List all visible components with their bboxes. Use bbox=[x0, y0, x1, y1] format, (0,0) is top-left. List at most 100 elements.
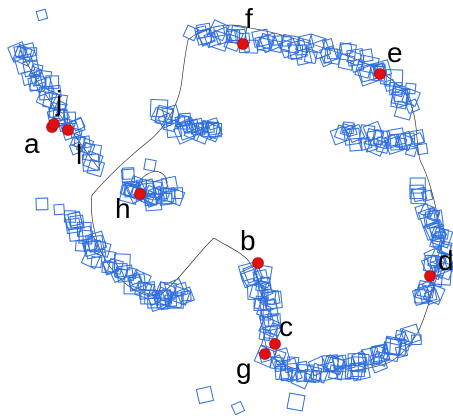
observation-tile bbox=[55, 107, 71, 122]
observation-tile bbox=[384, 135, 405, 155]
observation-tile bbox=[127, 273, 145, 291]
observation-tile bbox=[409, 128, 426, 146]
observation-tile bbox=[168, 294, 183, 309]
observation-tile bbox=[328, 364, 345, 381]
observation-tile bbox=[81, 238, 100, 258]
observation-tile bbox=[205, 122, 223, 140]
observation-tile bbox=[63, 210, 77, 223]
observation-tile bbox=[414, 283, 433, 302]
observation-tile bbox=[113, 253, 131, 271]
site-label-l: l bbox=[76, 139, 82, 170]
observation-tile bbox=[7, 41, 29, 63]
observation-tile bbox=[420, 189, 434, 202]
observation-tile bbox=[426, 207, 441, 221]
observation-tile bbox=[267, 313, 282, 327]
observation-tile bbox=[410, 131, 425, 147]
observation-tile bbox=[35, 86, 58, 109]
observation-tile bbox=[286, 392, 306, 412]
observation-tile bbox=[404, 82, 417, 95]
observation-tile bbox=[258, 312, 275, 329]
observation-tile bbox=[272, 347, 291, 366]
site-marker-j bbox=[48, 118, 60, 130]
observation-tile bbox=[157, 112, 175, 130]
observation-tile bbox=[344, 365, 359, 380]
site-label-j: j bbox=[55, 85, 62, 116]
observation-tile bbox=[404, 144, 418, 158]
observation-tile bbox=[323, 46, 342, 66]
observation-tile bbox=[73, 136, 85, 148]
observation-tile bbox=[195, 385, 215, 405]
observation-tile bbox=[304, 365, 323, 383]
observation-tile bbox=[115, 264, 135, 283]
site-label-e: e bbox=[387, 37, 403, 68]
observation-tile bbox=[52, 109, 68, 125]
observation-tile bbox=[144, 180, 163, 199]
observation-tile bbox=[19, 42, 37, 60]
observation-tile bbox=[395, 133, 414, 152]
observation-tile bbox=[414, 288, 429, 304]
site-marker-e bbox=[374, 68, 386, 80]
observation-tile bbox=[345, 123, 366, 144]
observation-tile bbox=[286, 356, 300, 370]
observation-tile bbox=[416, 142, 429, 156]
observation-tile bbox=[342, 356, 356, 371]
observation-tile bbox=[432, 265, 446, 280]
observation-tile bbox=[386, 127, 406, 147]
observation-tile bbox=[282, 357, 299, 374]
observation-tile bbox=[411, 186, 428, 203]
observation-tile bbox=[260, 309, 272, 321]
observation-tile bbox=[101, 258, 120, 276]
observation-tile bbox=[393, 100, 415, 121]
observation-tile bbox=[125, 180, 149, 204]
observation-tile bbox=[258, 328, 272, 342]
observation-tile bbox=[399, 323, 422, 346]
observation-tile bbox=[122, 167, 135, 180]
observation-tile bbox=[337, 42, 357, 62]
observation-tile bbox=[349, 360, 371, 382]
site-label-h: h bbox=[115, 193, 131, 224]
observation-tile bbox=[208, 29, 231, 52]
observation-tile bbox=[417, 206, 440, 229]
observation-tile bbox=[163, 277, 186, 300]
observation-tile bbox=[404, 98, 421, 115]
site-marker-g bbox=[259, 348, 271, 360]
observation-tile bbox=[114, 267, 128, 281]
observation-tile bbox=[94, 240, 112, 258]
observation-tile bbox=[184, 118, 201, 134]
observation-tile bbox=[171, 187, 184, 200]
observation-tile bbox=[64, 217, 82, 235]
observation-tile bbox=[74, 240, 87, 252]
observation-tile bbox=[409, 177, 426, 194]
observation-tile bbox=[162, 118, 177, 133]
observation-tile bbox=[294, 47, 313, 66]
observation-tile bbox=[354, 60, 373, 79]
observation-tile bbox=[337, 365, 352, 380]
observation-tile bbox=[27, 75, 44, 92]
observation-tile bbox=[143, 158, 157, 172]
site-marker-f bbox=[237, 38, 249, 50]
observation-tile bbox=[35, 8, 49, 22]
observation-tile bbox=[321, 354, 340, 372]
site-label-d: d bbox=[438, 245, 453, 276]
observation-tile bbox=[166, 187, 186, 207]
observation-tile bbox=[347, 352, 366, 372]
site-marker-h bbox=[134, 188, 146, 200]
observation-tile bbox=[225, 29, 239, 43]
observation-tile bbox=[239, 264, 263, 288]
observation-tile bbox=[385, 69, 404, 87]
observation-tile bbox=[366, 129, 384, 147]
site-label-b: b bbox=[240, 225, 256, 256]
observation-tile bbox=[171, 285, 191, 306]
observation-tile bbox=[80, 248, 102, 270]
observation-tile bbox=[180, 290, 192, 302]
observation-tile bbox=[369, 354, 389, 374]
site-label-a: a bbox=[24, 128, 40, 159]
observation-tile bbox=[194, 122, 208, 136]
observation-tile bbox=[161, 104, 181, 124]
observation-tile bbox=[167, 292, 184, 309]
observation-tile bbox=[397, 328, 416, 347]
site-markers-layer bbox=[46, 38, 436, 360]
observation-tile bbox=[109, 267, 126, 284]
observation-tile bbox=[230, 400, 246, 416]
